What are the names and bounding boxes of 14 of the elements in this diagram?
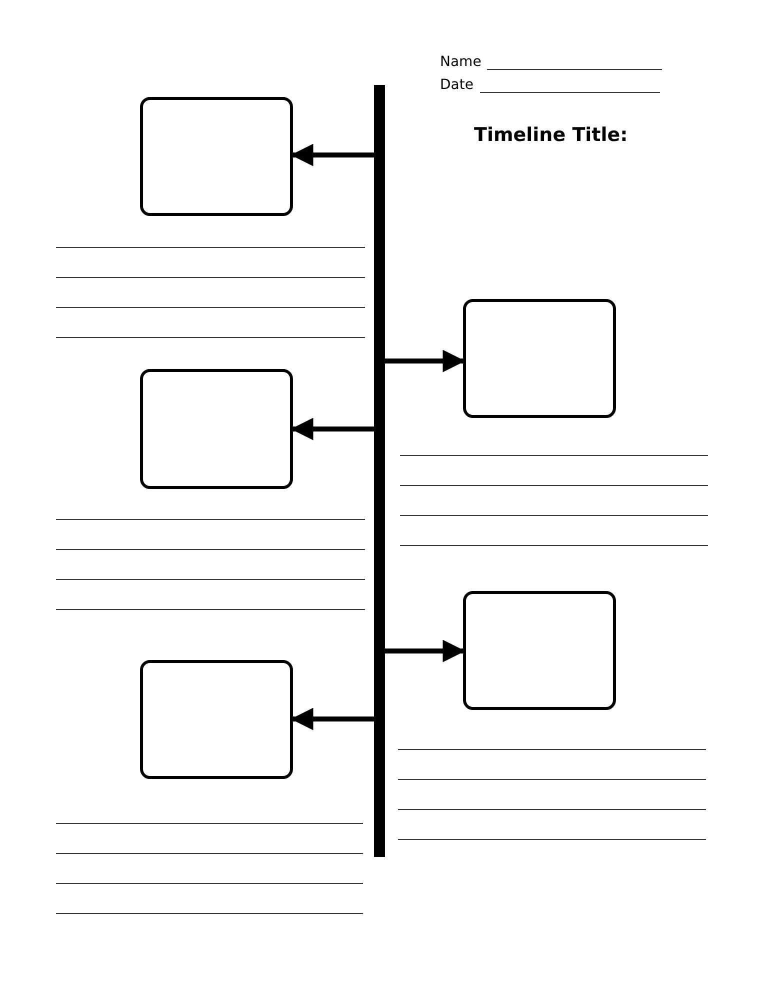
field-label: Name: [440, 54, 482, 70]
empty-box: [140, 97, 293, 216]
empty-box: [463, 591, 616, 710]
field-label: Date: [440, 77, 474, 93]
arrow: [385, 640, 466, 662]
arrow: [290, 418, 374, 440]
arrow: [290, 144, 374, 166]
empty-box: [140, 660, 293, 779]
arrow: [290, 708, 374, 730]
timeline-bar: [374, 85, 385, 857]
empty-box: [463, 299, 616, 418]
empty-box: [140, 369, 293, 489]
arrow: [385, 350, 466, 372]
title: Timeline Title:: [474, 124, 628, 146]
